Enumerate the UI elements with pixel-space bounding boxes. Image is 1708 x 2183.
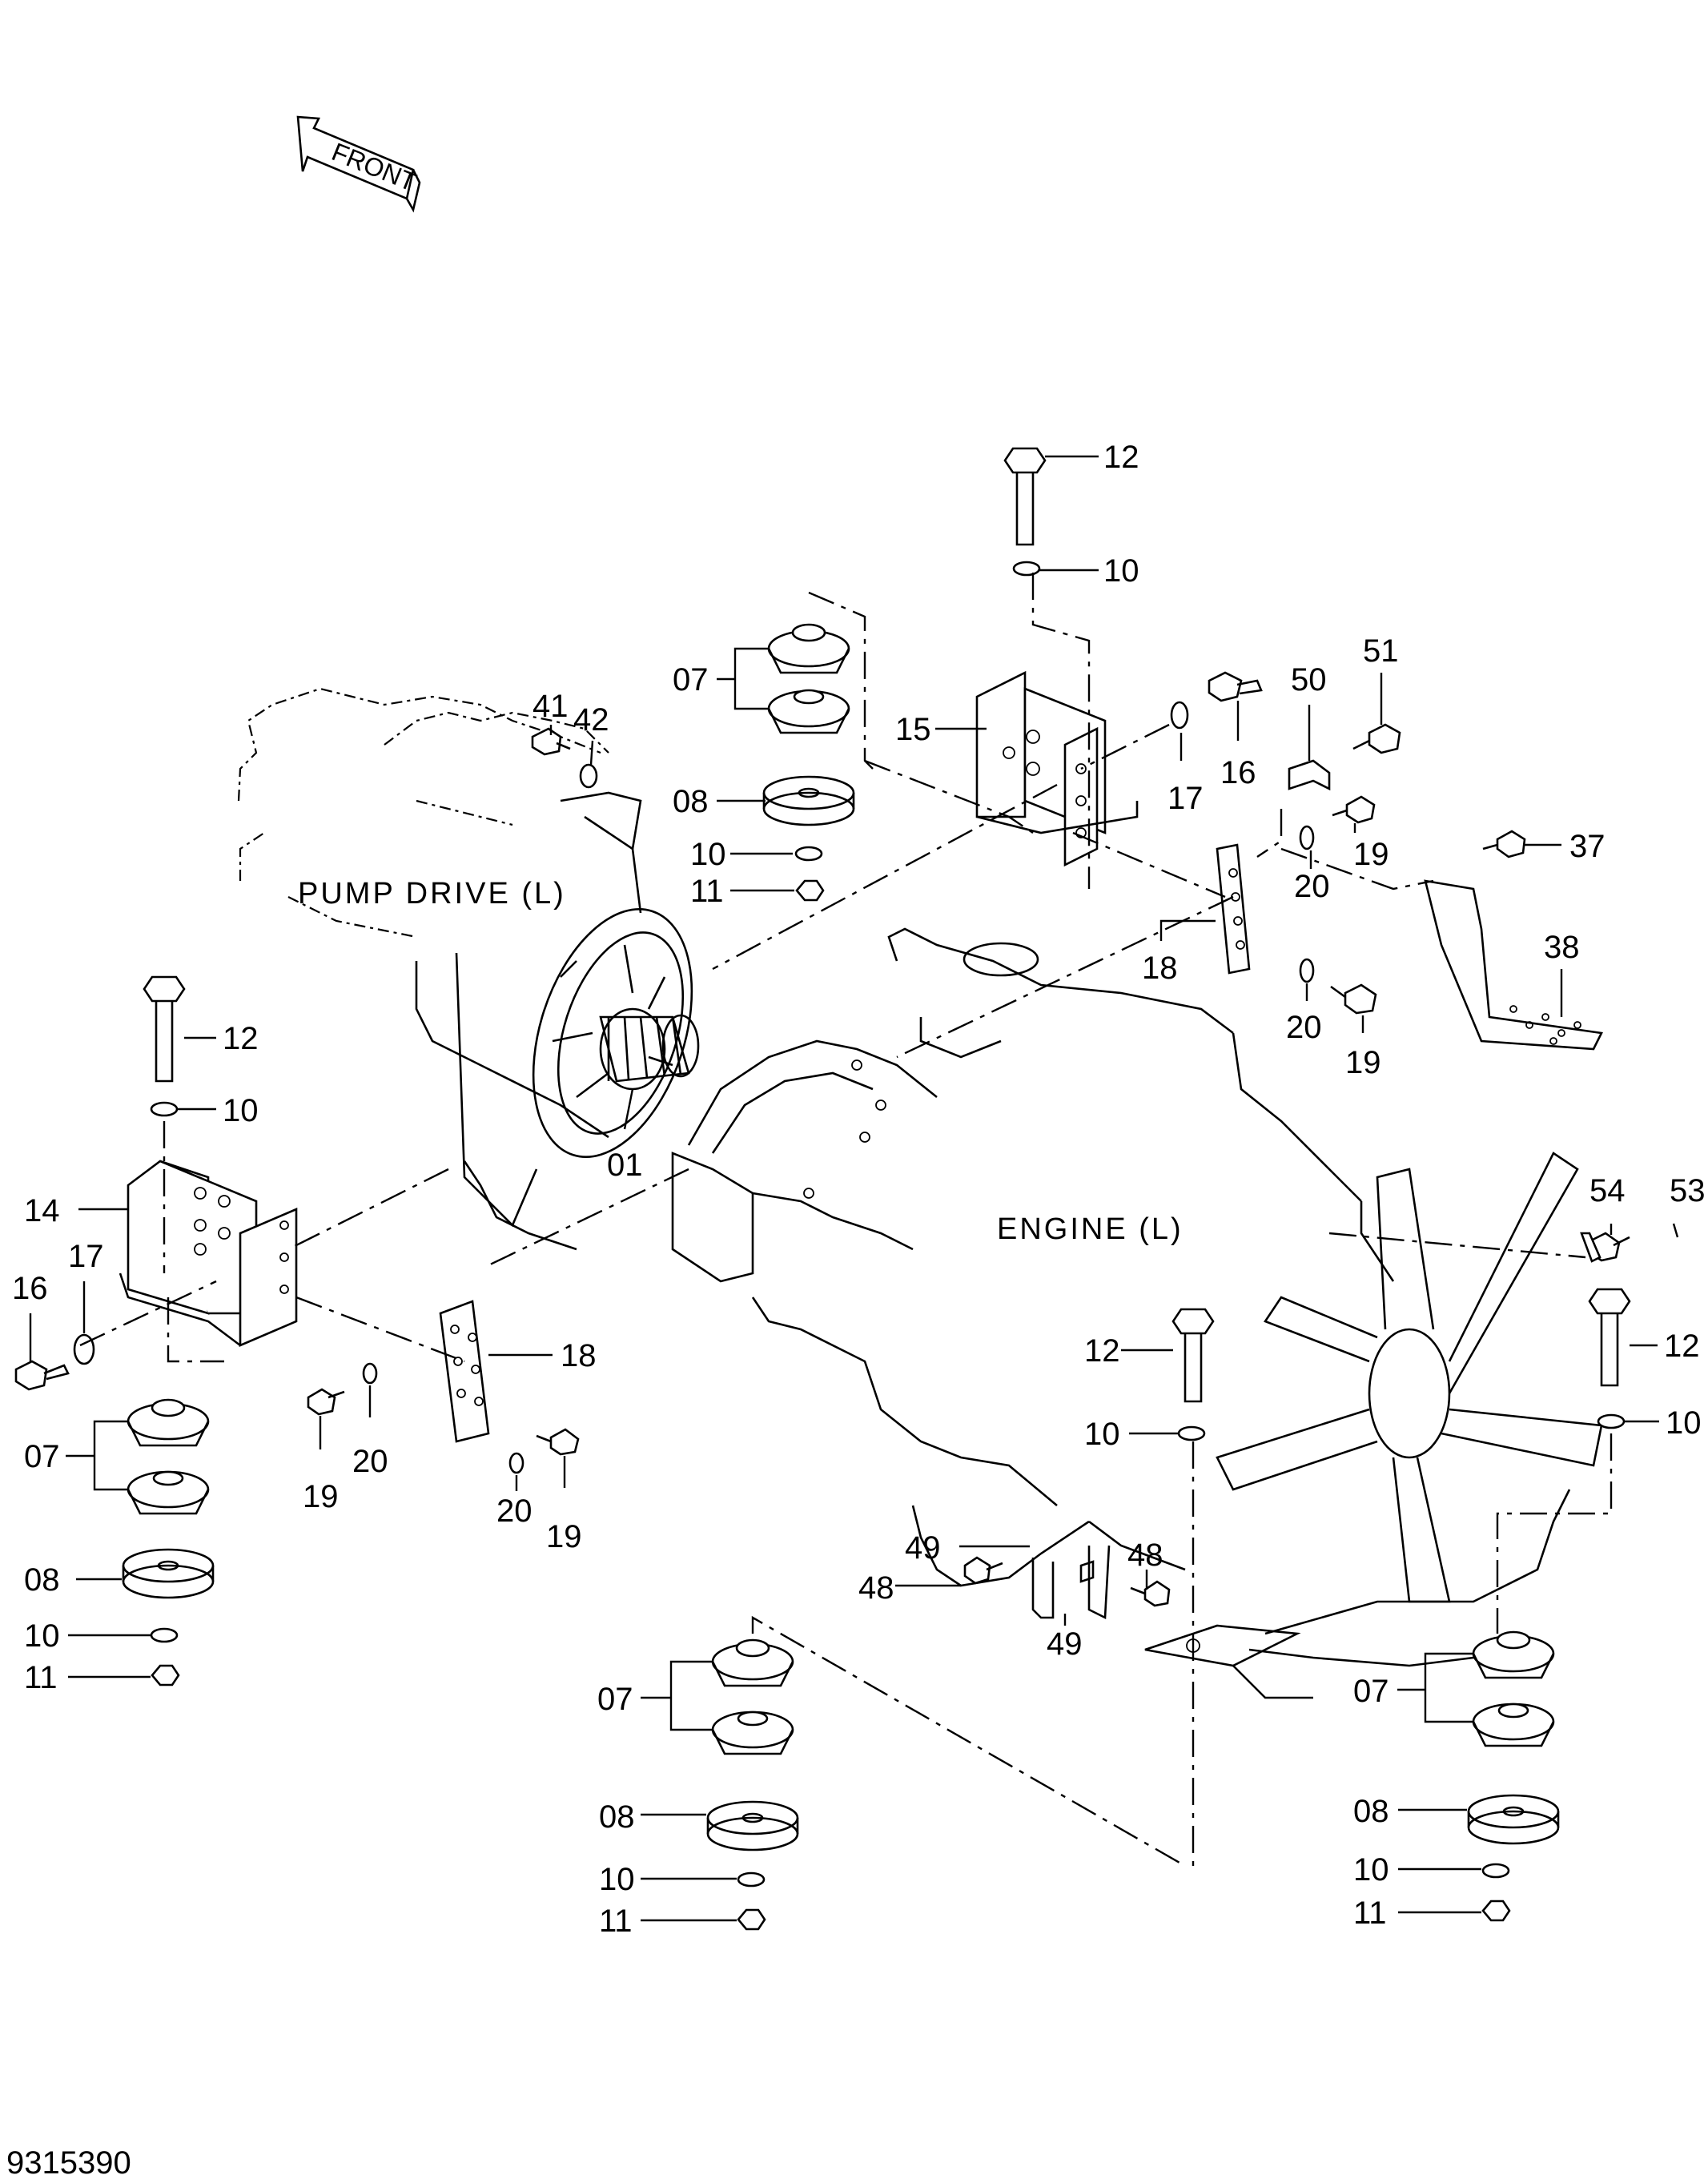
callout-label: 20 <box>352 1444 388 1479</box>
pump-drive-flange <box>532 908 693 1158</box>
callout-label: 20 <box>1294 869 1330 904</box>
callout-label: 11 <box>690 874 724 909</box>
callout-label: 12 <box>1103 440 1139 475</box>
bracket-18-upper <box>1216 843 1251 975</box>
callout-label: 08 <box>599 1799 635 1835</box>
callout-label: 12 <box>1084 1333 1120 1369</box>
callout-label: 10 <box>1353 1852 1389 1888</box>
callout-label: 17 <box>1167 781 1204 816</box>
callout-label: 41 <box>532 689 569 724</box>
callout-label: 51 <box>1363 633 1399 669</box>
callout-label: 19 <box>546 1519 582 1554</box>
callout-label: 15 <box>895 712 931 747</box>
callout-label: 11 <box>24 1660 58 1695</box>
callout-label: 42 <box>573 702 609 738</box>
bracket-18-lower <box>439 1300 490 1443</box>
callout-label: 50 <box>1291 662 1327 698</box>
callout-label: 10 <box>1084 1417 1120 1452</box>
callout-label: 08 <box>673 784 709 819</box>
callout-label: 19 <box>1345 1045 1381 1080</box>
callout-label: 11 <box>599 1904 633 1939</box>
bolt-12-left <box>143 975 186 1117</box>
figure-number: 9315390 <box>6 2145 131 2181</box>
callout-label: 17 <box>68 1239 104 1274</box>
cooling-fan <box>1216 1152 1603 1667</box>
callout-label: 07 <box>673 662 709 698</box>
callout-label: 08 <box>1353 1794 1389 1829</box>
bracket-38 <box>1424 879 1603 1051</box>
callout-label: 12 <box>223 1021 259 1056</box>
callout-label: 10 <box>599 1862 635 1897</box>
callout-label: 01 <box>607 1148 643 1183</box>
callout-labels: 12 10 07 15 41 42 16 17 50 51 19 08 10 1… <box>12 440 1706 1939</box>
front-arrow-icon: FRONT <box>296 115 421 213</box>
callout-label: 08 <box>24 1562 60 1598</box>
bracket-15 <box>975 670 1139 867</box>
callout-label: 10 <box>1103 553 1139 589</box>
callout-label: 16 <box>1220 755 1256 790</box>
callout-label: 11 <box>1353 1896 1387 1931</box>
callout-label: 10 <box>223 1093 259 1128</box>
small-fasteners <box>14 671 1630 1620</box>
callout-label: 07 <box>597 1682 633 1717</box>
callout-label: 53 <box>1670 1173 1706 1208</box>
callout-label: 10 <box>690 837 726 872</box>
mount-stack-upper <box>762 623 855 902</box>
center-lines <box>79 573 1613 1867</box>
callout-label: 38 <box>1544 930 1580 965</box>
bolt-12-center <box>1171 1308 1215 1441</box>
callout-label: 20 <box>496 1494 532 1529</box>
callout-label: 16 <box>12 1271 48 1306</box>
engine-mount-plate <box>1144 1624 1313 1699</box>
engine-label: ENGINE (L) <box>997 1212 1184 1246</box>
callout-label: 10 <box>1666 1405 1702 1441</box>
bolt-12-upper <box>1003 447 1047 577</box>
callout-label: 10 <box>24 1618 60 1654</box>
mount-stack-bottom-center <box>706 1638 799 1931</box>
front-arrow-label: FRONT <box>328 137 420 197</box>
splined-shaft-part <box>599 1014 700 1083</box>
callout-label: 07 <box>24 1439 60 1474</box>
bracket-14 <box>119 1160 298 1347</box>
callout-label: 48 <box>858 1570 894 1606</box>
callout-label: 19 <box>1353 837 1389 872</box>
callout-label: 20 <box>1286 1010 1322 1045</box>
callout-label: 49 <box>1047 1626 1083 1662</box>
callout-label: 37 <box>1569 829 1606 864</box>
callout-label: 49 <box>905 1530 941 1566</box>
mount-stack-bottom-right <box>1467 1630 1560 1922</box>
callout-label: 19 <box>303 1479 339 1514</box>
callout-label: 12 <box>1664 1329 1700 1364</box>
callout-label: 14 <box>24 1193 60 1228</box>
callout-label: 48 <box>1127 1538 1163 1573</box>
pump-drive-label: PUMP DRIVE (L) <box>298 877 566 911</box>
callout-label: 07 <box>1353 1674 1389 1709</box>
mount-stack-left <box>122 1398 215 1686</box>
pump-drive-housing: PUMP DRIVE (L) <box>237 687 642 1251</box>
flywheel-housing <box>671 1039 938 1283</box>
callout-label: 18 <box>561 1338 597 1373</box>
callout-label: 18 <box>1142 951 1178 986</box>
bolt-12-right <box>1588 1288 1631 1429</box>
bracket-50 <box>1288 759 1331 791</box>
callout-label: 54 <box>1589 1173 1626 1208</box>
